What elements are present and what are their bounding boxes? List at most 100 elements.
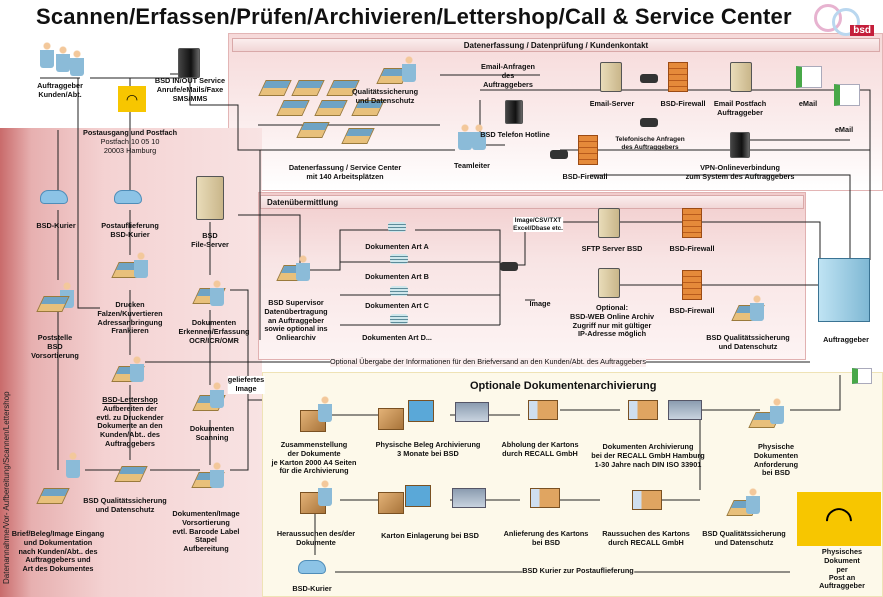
label-recall-archiv: Dokumenten Archivierung bei der RECALL G… — [591, 442, 705, 469]
label-qs-left: BSD Qualitätssicherung und Datenschutz — [83, 496, 167, 514]
label-art-a: Dokumenten Art A — [365, 242, 429, 251]
email-server-icon[interactable] — [600, 62, 622, 92]
label-art-c: Dokumenten Art C — [365, 301, 429, 310]
sftp-server-icon[interactable] — [598, 208, 620, 238]
section-header-archivierung: Optionale Dokumentenarchivierung — [470, 380, 657, 392]
label-firewall: BSD-Firewall — [669, 244, 715, 253]
truck-icon — [528, 400, 558, 420]
label-formats: Image/CSV/TXT Excel/Dbase etc. — [513, 217, 563, 233]
cartons-icon — [378, 492, 404, 514]
person-icon — [210, 462, 224, 488]
firewall-icon — [682, 270, 702, 300]
label-post-auftraggeber: Auftraggeber — [819, 581, 865, 590]
router-icon — [500, 262, 518, 271]
person-icon — [296, 255, 310, 281]
label-email-postfach: Email Postfach Auftraggeber — [713, 99, 767, 117]
email-icon — [852, 368, 872, 384]
label-telefonische-anfragen: Telefonische Anfragen des Auftraggebers — [615, 136, 685, 151]
person-icon — [750, 295, 764, 321]
label-drucken: Drucken Falzen/Kuvertieren Adressanbring… — [97, 300, 163, 336]
person-icon — [134, 252, 148, 278]
cartons-icon — [378, 408, 404, 430]
page-title: Scannen/Erfassen/Prüfen/Archivieren/Lett… — [36, 4, 792, 29]
truck-icon — [632, 490, 662, 510]
router-icon — [550, 150, 568, 159]
label-supervisor: BSD Supervisor Datenübertragung an Auftr… — [264, 298, 328, 342]
label-art-b: Dokumenten Art B — [365, 272, 429, 281]
label-email-anfragen: Email-Anfragen des Auftraggebers — [481, 62, 535, 89]
label-sftp: SFTP Server BSD — [581, 244, 643, 253]
label-email-server: Email-Server — [589, 99, 635, 108]
person-icon — [318, 480, 332, 506]
email-icon — [796, 66, 822, 88]
label-geliefertes-image: geliefertes Image — [227, 375, 265, 394]
label-postauflieferung: Postauflieferung BSD-Kurier — [101, 221, 159, 239]
person-icon — [770, 398, 784, 424]
label-eingang: Brief/Beleg/Image Eingang und Dokumentat… — [11, 529, 105, 573]
label-anlieferung: Anlieferung des Kartons bei BSD — [503, 529, 589, 547]
warehouse-icon — [455, 402, 489, 422]
label-qs-bottom: BSD Qualitätssicherung und Datenschutz — [702, 529, 786, 547]
label-email: eMail — [798, 99, 818, 108]
label-zusammenstellung: Zusammenstellung der Dokumente je Karton… — [271, 440, 357, 476]
label-vpn: VPN-Onlineverbindung zum System des Auft… — [685, 163, 795, 181]
document-stack-icon — [388, 222, 406, 232]
teamleiter-icon — [458, 124, 472, 150]
label-firewall: BSD-Firewall — [669, 306, 715, 315]
person-icon — [130, 356, 144, 382]
document-stack-icon — [390, 254, 408, 264]
label-kurier: BSD-Kurier — [292, 584, 332, 593]
label-vorsortierung: Dokumenten/Image Vorsortierung evtl. Bar… — [172, 509, 240, 553]
person-icon — [746, 488, 760, 514]
building-icon — [818, 258, 870, 322]
label-einlagerung: Karton Einlagerung bei BSD — [381, 531, 479, 540]
people-icon — [40, 42, 54, 68]
label-email: eMail — [834, 125, 854, 134]
warehouse-icon — [452, 488, 486, 508]
post-horn-icon: ◠ — [118, 86, 146, 112]
label-ocr: Dokumenten Erkennen/Erfassung OCR/ICR/OM… — [178, 318, 250, 345]
people-icon — [70, 50, 84, 76]
logo-text: bsd — [850, 25, 874, 36]
label-uebergabe: Optional Übergabe der Informationen für … — [330, 357, 646, 367]
person-icon — [318, 396, 332, 422]
label-scanning: Dokumenten Scanning — [189, 424, 235, 442]
person-icon — [402, 56, 416, 82]
vpn-server-icon — [730, 132, 750, 158]
forklift-icon — [405, 485, 431, 507]
label-art-d: Dokumenten Art D... — [362, 333, 432, 342]
label-firewall: BSD-Firewall — [562, 172, 608, 181]
bsd-logo: bsd — [810, 2, 880, 38]
label-auftraggeber-kunden: Auftraggeber Kunden/Abt. — [37, 81, 83, 99]
label-heraussuchen: Heraussuchen des/der Dokumente — [276, 529, 356, 547]
server-icon[interactable] — [178, 48, 200, 78]
label-postfach: Postausgang und Postfach — [82, 128, 178, 137]
label-firewall: BSD-Firewall — [660, 99, 706, 108]
document-stack-icon — [390, 314, 408, 324]
file-server-icon[interactable] — [196, 176, 224, 220]
label-beleg-archiv: Physische Beleg Archivierung 3 Monate be… — [375, 440, 481, 458]
teamleiter-icon — [472, 124, 486, 150]
label-lettershop: BSD-Lettershop Aufbereiten der evtl. zu … — [96, 395, 164, 448]
section-header-datenuebermittlung: Datenübermittlung — [260, 195, 804, 209]
label-teamleiter: Teamleiter — [454, 161, 490, 170]
firewall-icon — [668, 62, 688, 92]
web-archive-server-icon[interactable] — [598, 268, 620, 298]
person-icon — [210, 382, 224, 408]
car-icon — [114, 190, 142, 204]
document-stack-icon — [390, 286, 408, 296]
label-inout-service: BSD IN/OUT Service Anrufe/eMails/Faxe SM… — [154, 76, 226, 103]
truck-icon — [530, 488, 560, 508]
firewall-icon — [578, 135, 598, 165]
label-qs-top: Qualitätssicherung und Datenschutz — [351, 87, 419, 105]
server-icon[interactable] — [730, 62, 752, 92]
label-post-dokument: Physisches Dokument per Post an — [821, 547, 863, 583]
people-icon — [56, 46, 70, 72]
phone-icon — [640, 118, 658, 127]
label-file-server: BSD File-Server — [191, 231, 229, 249]
label-kurier-post: BSD Kurier zur Postauflieferung — [522, 566, 634, 576]
label-raussuchen: Raussuchen des Kartons durch RECALL GmbH — [602, 529, 690, 547]
hotline-server-icon — [505, 100, 523, 124]
email-icon — [834, 84, 860, 106]
forklift-icon — [408, 400, 434, 422]
